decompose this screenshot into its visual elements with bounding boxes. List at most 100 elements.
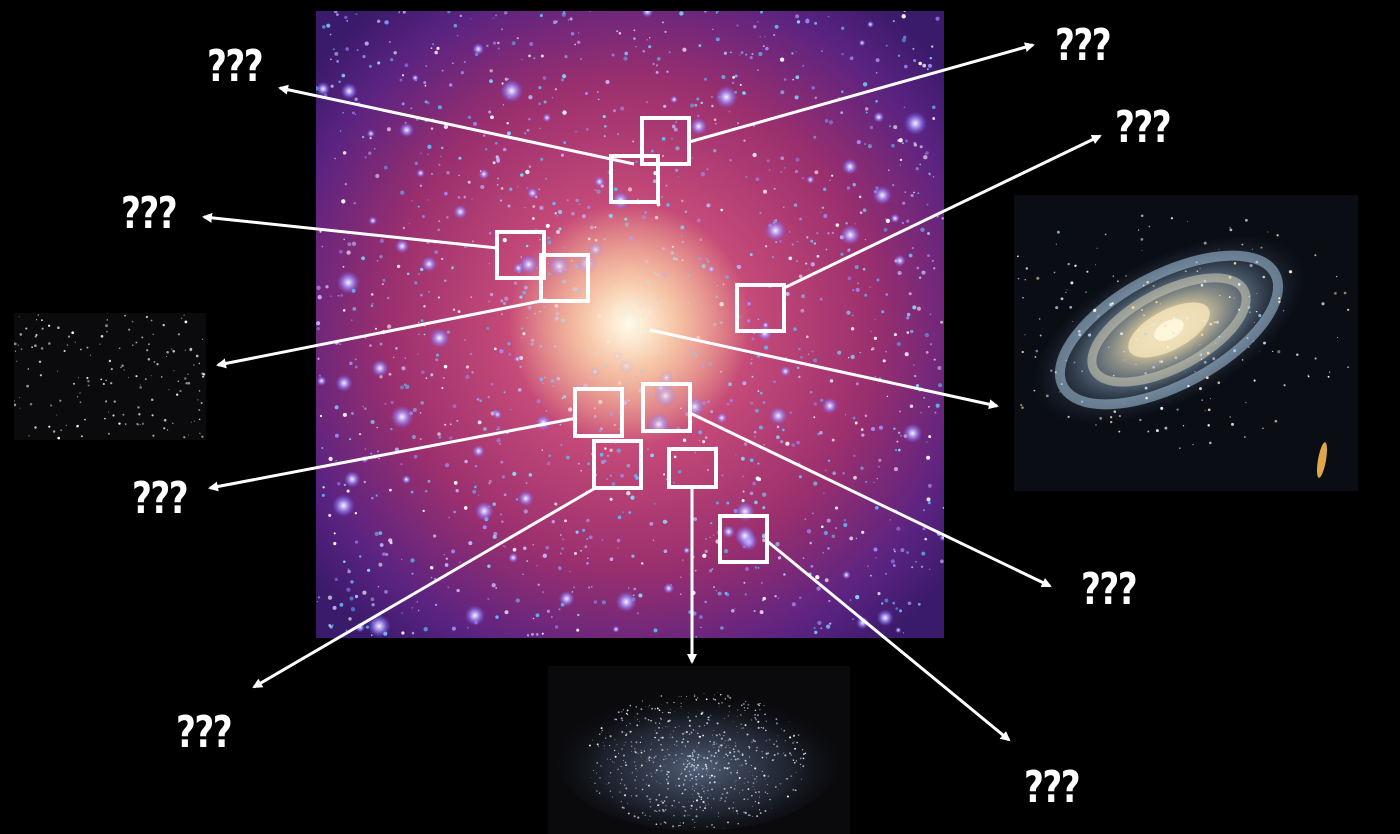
star-speck bbox=[661, 711, 664, 714]
star-speck bbox=[541, 632, 544, 635]
star-speck bbox=[737, 822, 739, 825]
star-speck bbox=[334, 157, 336, 160]
star-speck bbox=[606, 478, 609, 481]
star-speck bbox=[914, 374, 917, 378]
subhalo-blob bbox=[371, 359, 389, 377]
star-speck bbox=[597, 98, 600, 101]
star-speck bbox=[1207, 424, 1210, 427]
star-speck bbox=[1116, 280, 1119, 283]
star-speck bbox=[765, 720, 767, 722]
star-speck bbox=[695, 778, 697, 780]
star-speck bbox=[401, 366, 406, 371]
star-speck bbox=[668, 753, 671, 756]
star-speck bbox=[640, 751, 643, 754]
star-speck bbox=[647, 448, 649, 450]
star-speck bbox=[711, 96, 713, 98]
star-speck bbox=[899, 158, 903, 162]
star-speck bbox=[684, 746, 686, 748]
star-speck bbox=[41, 327, 44, 330]
star-speck bbox=[1314, 357, 1317, 360]
star-speck bbox=[693, 761, 695, 763]
star-speck bbox=[676, 745, 678, 747]
star-speck bbox=[460, 70, 465, 75]
star-speck bbox=[1143, 314, 1145, 317]
star-speck bbox=[346, 489, 350, 493]
star-speck bbox=[576, 40, 581, 45]
star-speck bbox=[153, 360, 156, 363]
star-speck bbox=[616, 744, 618, 746]
star-speck bbox=[484, 148, 488, 151]
star-speck bbox=[847, 276, 852, 281]
star-speck bbox=[344, 182, 348, 186]
star-speck bbox=[668, 737, 670, 738]
star-speck bbox=[441, 386, 444, 390]
star-speck bbox=[713, 755, 716, 758]
star-speck bbox=[693, 826, 695, 828]
star-speck bbox=[874, 505, 879, 510]
star-speck bbox=[702, 553, 707, 558]
star-speck bbox=[410, 107, 413, 110]
star-speck bbox=[1120, 332, 1123, 336]
star-speck bbox=[434, 250, 439, 255]
star-speck bbox=[710, 774, 713, 777]
star-speck bbox=[1184, 371, 1186, 373]
star-speck bbox=[623, 732, 625, 734]
star-speck bbox=[724, 759, 726, 761]
star-speck bbox=[575, 530, 579, 534]
star-speck bbox=[851, 289, 855, 292]
star-speck bbox=[926, 497, 931, 502]
star-speck bbox=[1307, 374, 1309, 376]
star-speck bbox=[883, 228, 888, 232]
star-speck bbox=[329, 33, 332, 36]
star-speck bbox=[326, 23, 331, 28]
star-speck bbox=[371, 603, 375, 607]
star-speck bbox=[503, 11, 508, 15]
star-speck bbox=[1255, 260, 1259, 264]
star-speck bbox=[941, 217, 944, 220]
star-speck bbox=[687, 814, 689, 816]
subhalo-blob bbox=[493, 410, 502, 419]
star-speck bbox=[700, 626, 702, 629]
star-speck bbox=[846, 186, 851, 190]
star-speck bbox=[166, 355, 168, 357]
star-speck bbox=[350, 580, 354, 584]
star-speck bbox=[705, 805, 707, 807]
star-speck bbox=[801, 294, 806, 299]
star-speck bbox=[894, 448, 898, 452]
star-speck bbox=[737, 758, 739, 760]
star-speck bbox=[616, 448, 621, 453]
star-speck bbox=[86, 346, 89, 349]
star-speck bbox=[654, 730, 656, 732]
arrow bbox=[689, 411, 1052, 588]
star-speck bbox=[667, 782, 670, 785]
star-speck bbox=[759, 610, 764, 615]
star-speck bbox=[757, 462, 760, 465]
star-speck bbox=[420, 267, 424, 272]
subhalo-blob bbox=[876, 609, 894, 627]
subhalo-blob bbox=[535, 414, 552, 431]
star-speck bbox=[507, 341, 511, 346]
star-speck bbox=[385, 552, 389, 556]
star-speck bbox=[754, 791, 757, 794]
star-speck bbox=[401, 612, 404, 614]
star-speck bbox=[1251, 248, 1254, 250]
star-speck bbox=[841, 26, 845, 30]
star-speck bbox=[650, 453, 654, 458]
star-speck bbox=[658, 709, 661, 712]
star-speck bbox=[1045, 394, 1049, 398]
star-speck bbox=[1113, 410, 1117, 413]
star-speck bbox=[1238, 308, 1241, 311]
star-speck bbox=[904, 352, 909, 357]
star-speck bbox=[831, 534, 836, 538]
star-speck bbox=[695, 699, 698, 701]
star-speck bbox=[520, 256, 522, 258]
star-speck bbox=[789, 736, 792, 739]
star-speck bbox=[767, 793, 769, 795]
star-speck bbox=[801, 177, 805, 180]
star-speck bbox=[687, 755, 690, 758]
star-speck bbox=[679, 824, 681, 827]
star-speck bbox=[575, 131, 577, 133]
star-speck bbox=[1021, 350, 1024, 354]
subhalo-blob bbox=[394, 238, 410, 254]
star-speck bbox=[386, 296, 390, 300]
